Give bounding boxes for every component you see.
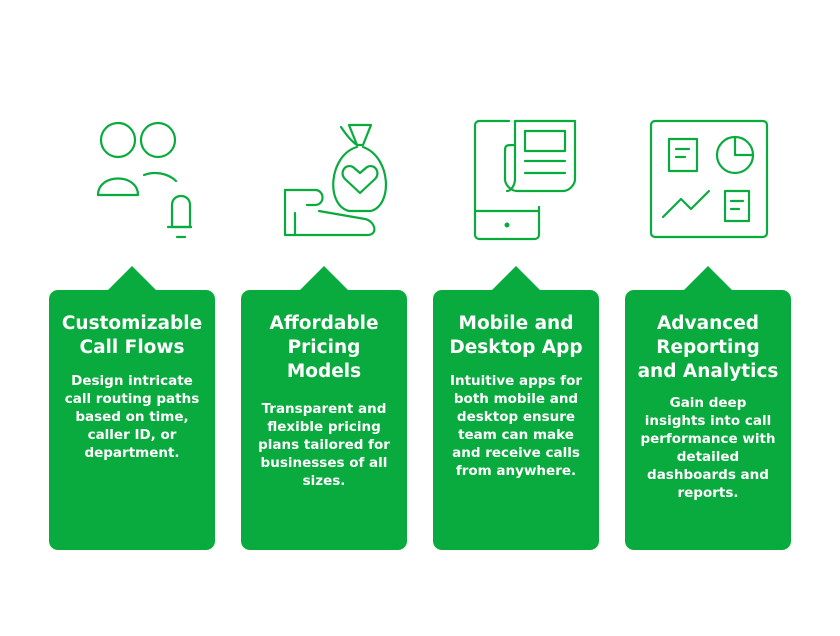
feature-column-call-flows: Customizable Call Flows Design intricate… (49, 0, 215, 636)
feature-column-analytics: Advanced Reporting and Analytics Gain de… (625, 0, 791, 636)
feature-card: Mobile and Desktop App Intuitive apps fo… (433, 266, 599, 550)
tablet-newspaper-icon (433, 115, 599, 245)
feature-card: Customizable Call Flows Design intricate… (49, 266, 215, 550)
feature-column-pricing: Affordable Pricing Models Transparent an… (241, 0, 407, 636)
feature-description: Intuitive apps for both mobile and deskt… (449, 373, 583, 479)
feature-title: Customizable Call Flows (61, 313, 203, 358)
users-bell-icon (49, 115, 215, 245)
feature-title: Affordable Pricing Models (269, 313, 379, 382)
money-bag-heart-icon (241, 115, 407, 245)
feature-card: Affordable Pricing Models Transparent an… (241, 266, 407, 550)
feature-description: Design intricate call routing paths base… (64, 373, 200, 461)
feature-column-apps: Mobile and Desktop App Intuitive apps fo… (433, 0, 599, 636)
feature-card: Advanced Reporting and Analytics Gain de… (625, 266, 791, 550)
feature-description: Transparent and flexible pricing plans t… (258, 401, 390, 489)
feature-title: Advanced Reporting and Analytics (637, 313, 779, 382)
analytics-dashboard-icon (625, 115, 791, 245)
feature-description: Gain deep insights into call performance… (640, 395, 776, 501)
feature-title: Mobile and Desktop App (449, 313, 583, 358)
